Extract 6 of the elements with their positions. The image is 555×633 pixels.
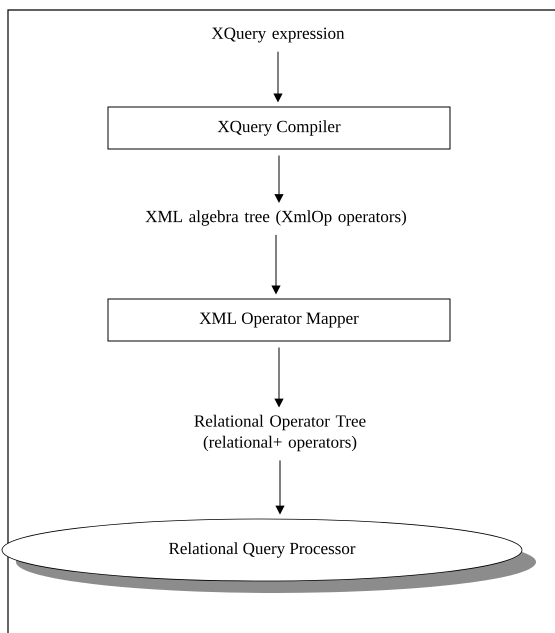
process-box: XML Operator Mapper xyxy=(108,298,450,342)
label-text: XML algebra tree (XmlOp operators) xyxy=(146,210,406,226)
label-text: Relational Operator Tree (relational+ operators) xyxy=(194,414,366,452)
process-box: XQuery Compiler xyxy=(108,106,450,150)
processor-cloud: Relational Query Processor xyxy=(2,518,536,593)
label-text: XQuery expression xyxy=(212,28,344,42)
